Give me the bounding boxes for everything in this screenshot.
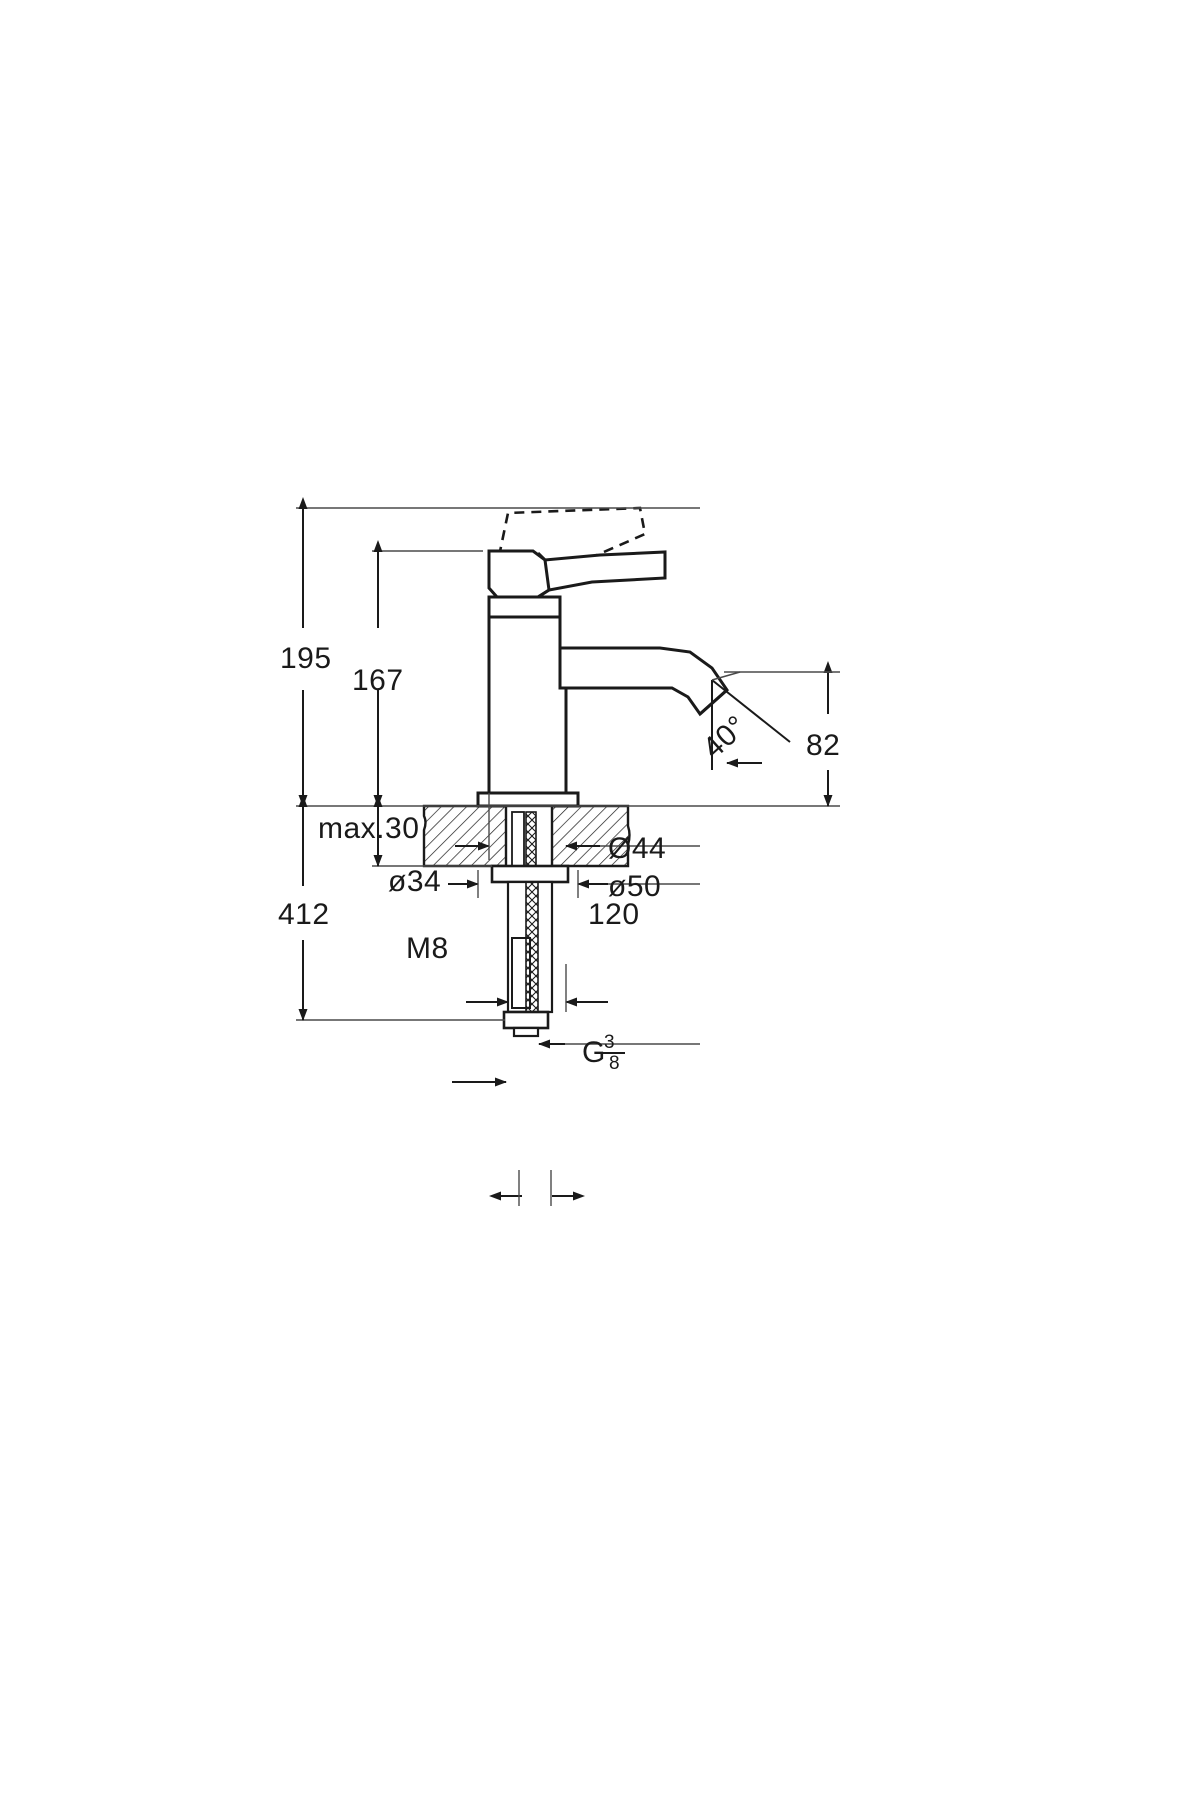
mounting-shank	[504, 804, 554, 870]
spout-outlet	[699, 688, 728, 716]
label-g38-prefix: G	[582, 1036, 606, 1069]
mounting-washer	[490, 864, 570, 884]
label-g38-numerator: 3	[604, 1032, 615, 1053]
base-escutcheon	[476, 791, 580, 808]
leader-spout-tip	[711, 671, 741, 681]
label-offset-82: 82	[806, 729, 840, 762]
label-thread-g38: G 3 8	[582, 1032, 625, 1074]
label-dia-50: ø50	[608, 870, 661, 903]
supply-connector	[502, 1010, 550, 1038]
dimension-lines	[296, 497, 840, 1206]
label-height-195: 195	[280, 642, 332, 675]
label-thread-m8: M8	[406, 932, 449, 965]
cartridge-collar	[487, 595, 562, 619]
leader-40deg	[711, 679, 791, 770]
label-length-412: 412	[278, 898, 330, 931]
label-g38-denominator: 8	[609, 1053, 620, 1074]
label-dia-44: Ø44	[608, 832, 666, 865]
stud-and-hose	[506, 880, 554, 1014]
label-length-120: 120	[588, 898, 640, 931]
label-height-167: 167	[352, 664, 404, 697]
label-max-30: max.30	[318, 812, 419, 845]
label-dia-34: ø34	[388, 865, 441, 898]
faucet-body	[487, 615, 568, 795]
